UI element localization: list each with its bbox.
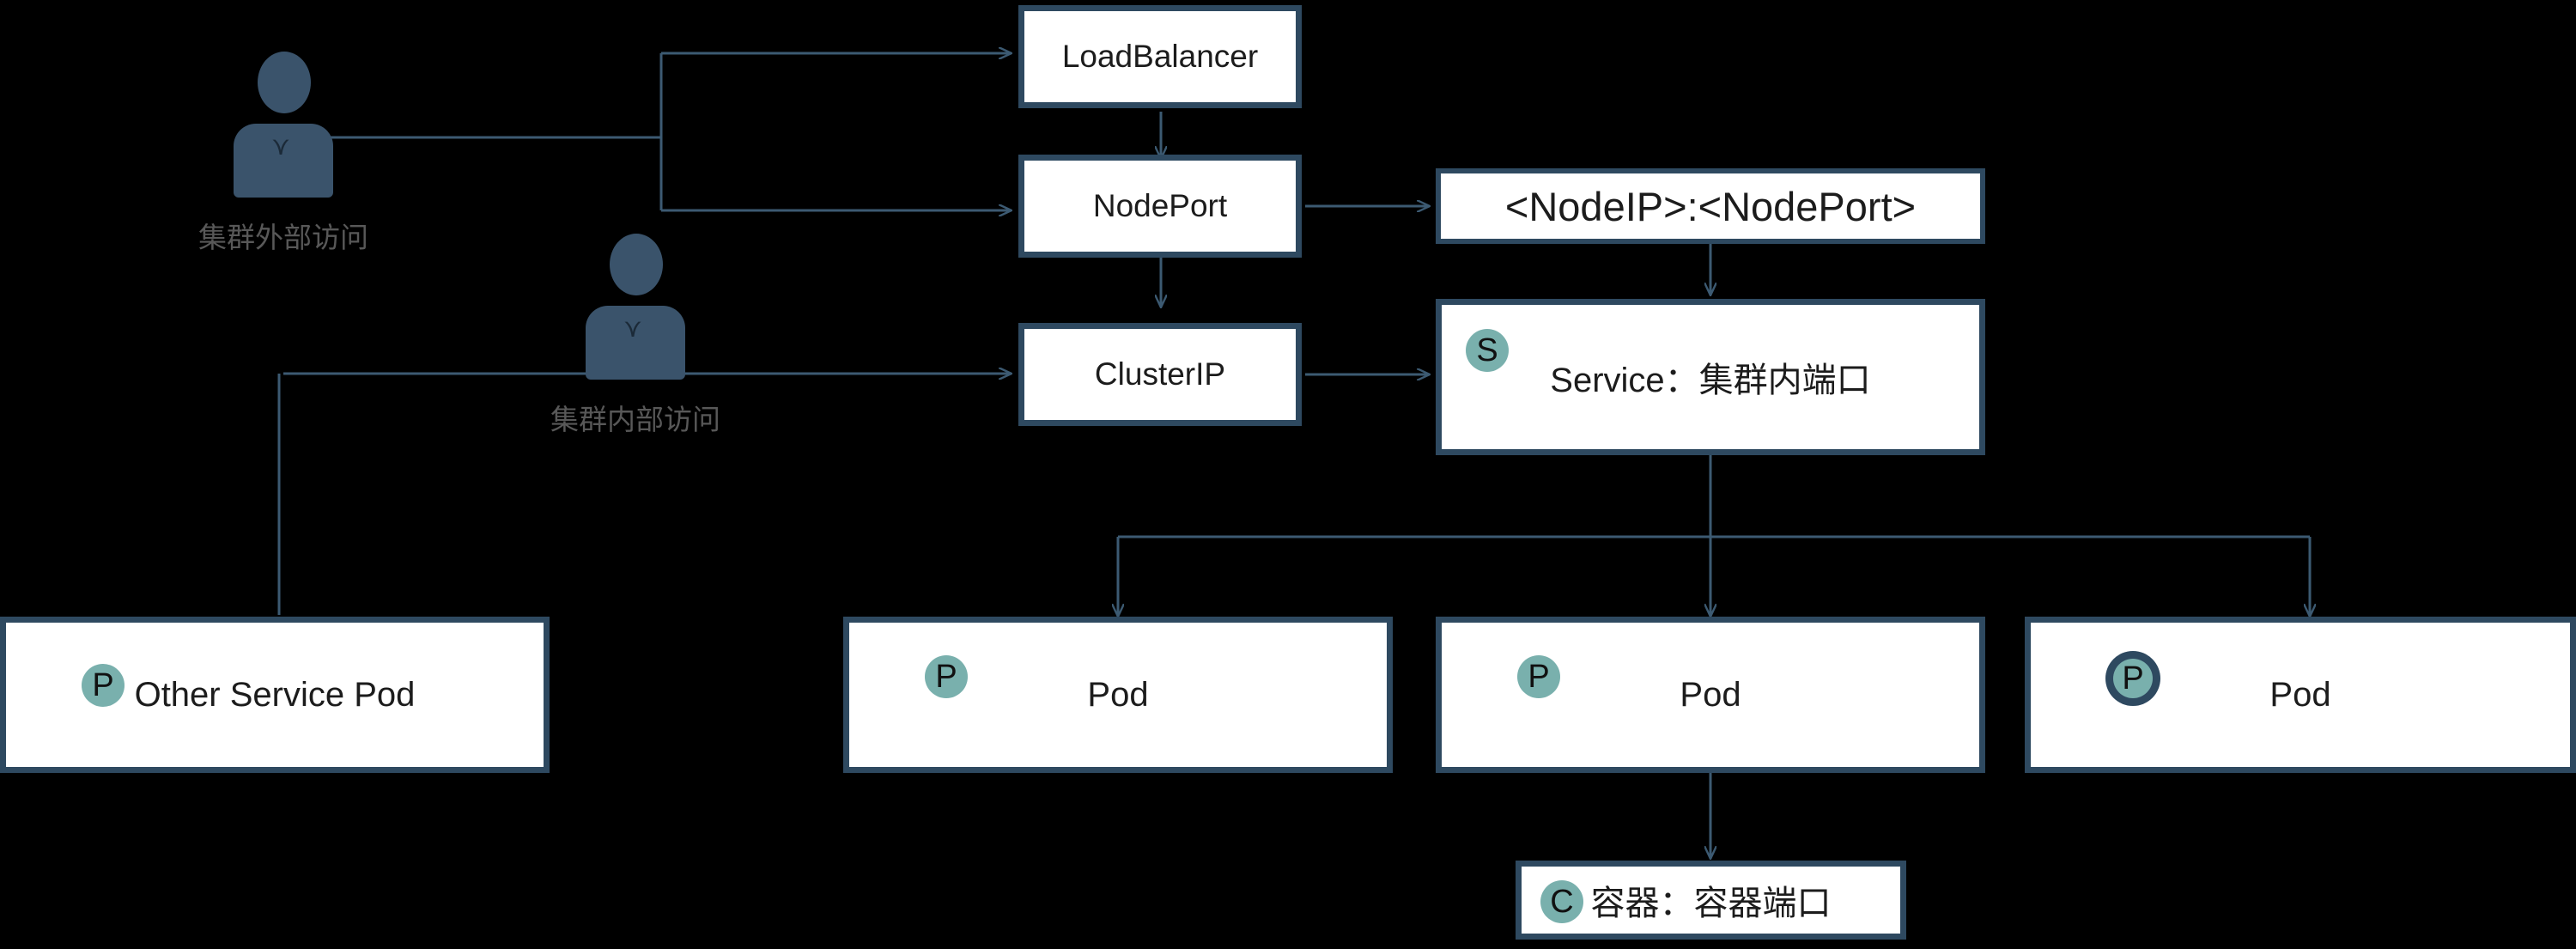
actor-head-icon [610,234,663,295]
node-pod-right[interactable]: P Pod [2025,617,2576,773]
actor-body-icon [586,306,685,380]
node-clusterip[interactable]: ClusterIP [1018,323,1302,426]
node-container-label: 容器：容器端口 [1590,885,1832,922]
node-pod-right-label: Pod [2269,675,2331,714]
node-other-service-pod-label: Other Service Pod [134,675,416,714]
node-node-endpoint-label: <NodeIP>:<NodePort> [1504,183,1917,229]
node-nodeport[interactable]: NodePort [1018,155,1302,258]
container-badge-icon: C [1540,880,1583,923]
node-loadbalancer[interactable]: LoadBalancer [1018,5,1302,108]
service-badge-icon: S [1466,329,1509,372]
node-node-endpoint[interactable]: <NodeIP>:<NodePort> [1436,168,1985,244]
node-other-service-pod[interactable]: P Other Service Pod [0,617,550,773]
node-loadbalancer-label: LoadBalancer [1061,39,1259,74]
node-nodeport-label: NodePort [1092,188,1228,223]
node-pod-center-label: Pod [1680,675,1741,714]
pod-badge-icon: P [1517,655,1560,698]
node-container[interactable]: C 容器：容器端口 [1516,861,1906,940]
pod-badge-icon: P [2113,659,2153,698]
actor-collar-icon: ⋎ [623,313,642,344]
actor-collar-icon: ⋎ [271,131,290,161]
node-pod-left[interactable]: P Pod [843,617,1393,773]
actor-external-user: ⋎ [234,52,333,198]
node-pod-left-label: Pod [1087,675,1149,714]
node-clusterip-label: ClusterIP [1094,356,1226,392]
actor-head-icon [258,52,311,113]
actor-internal-user: ⋎ [586,234,685,380]
node-service-label: Service：集群内端口 [1550,362,1871,399]
pod-badge-icon: P [82,664,125,707]
pod-badge-icon: P [925,655,968,698]
node-service[interactable]: S Service：集群内端口 [1436,299,1985,455]
actor-external-caption: 集群外部访问 [198,222,368,253]
node-pod-center[interactable]: P Pod [1436,617,1985,773]
actor-body-icon [234,124,333,198]
actor-internal-caption: 集群内部访问 [550,404,720,435]
